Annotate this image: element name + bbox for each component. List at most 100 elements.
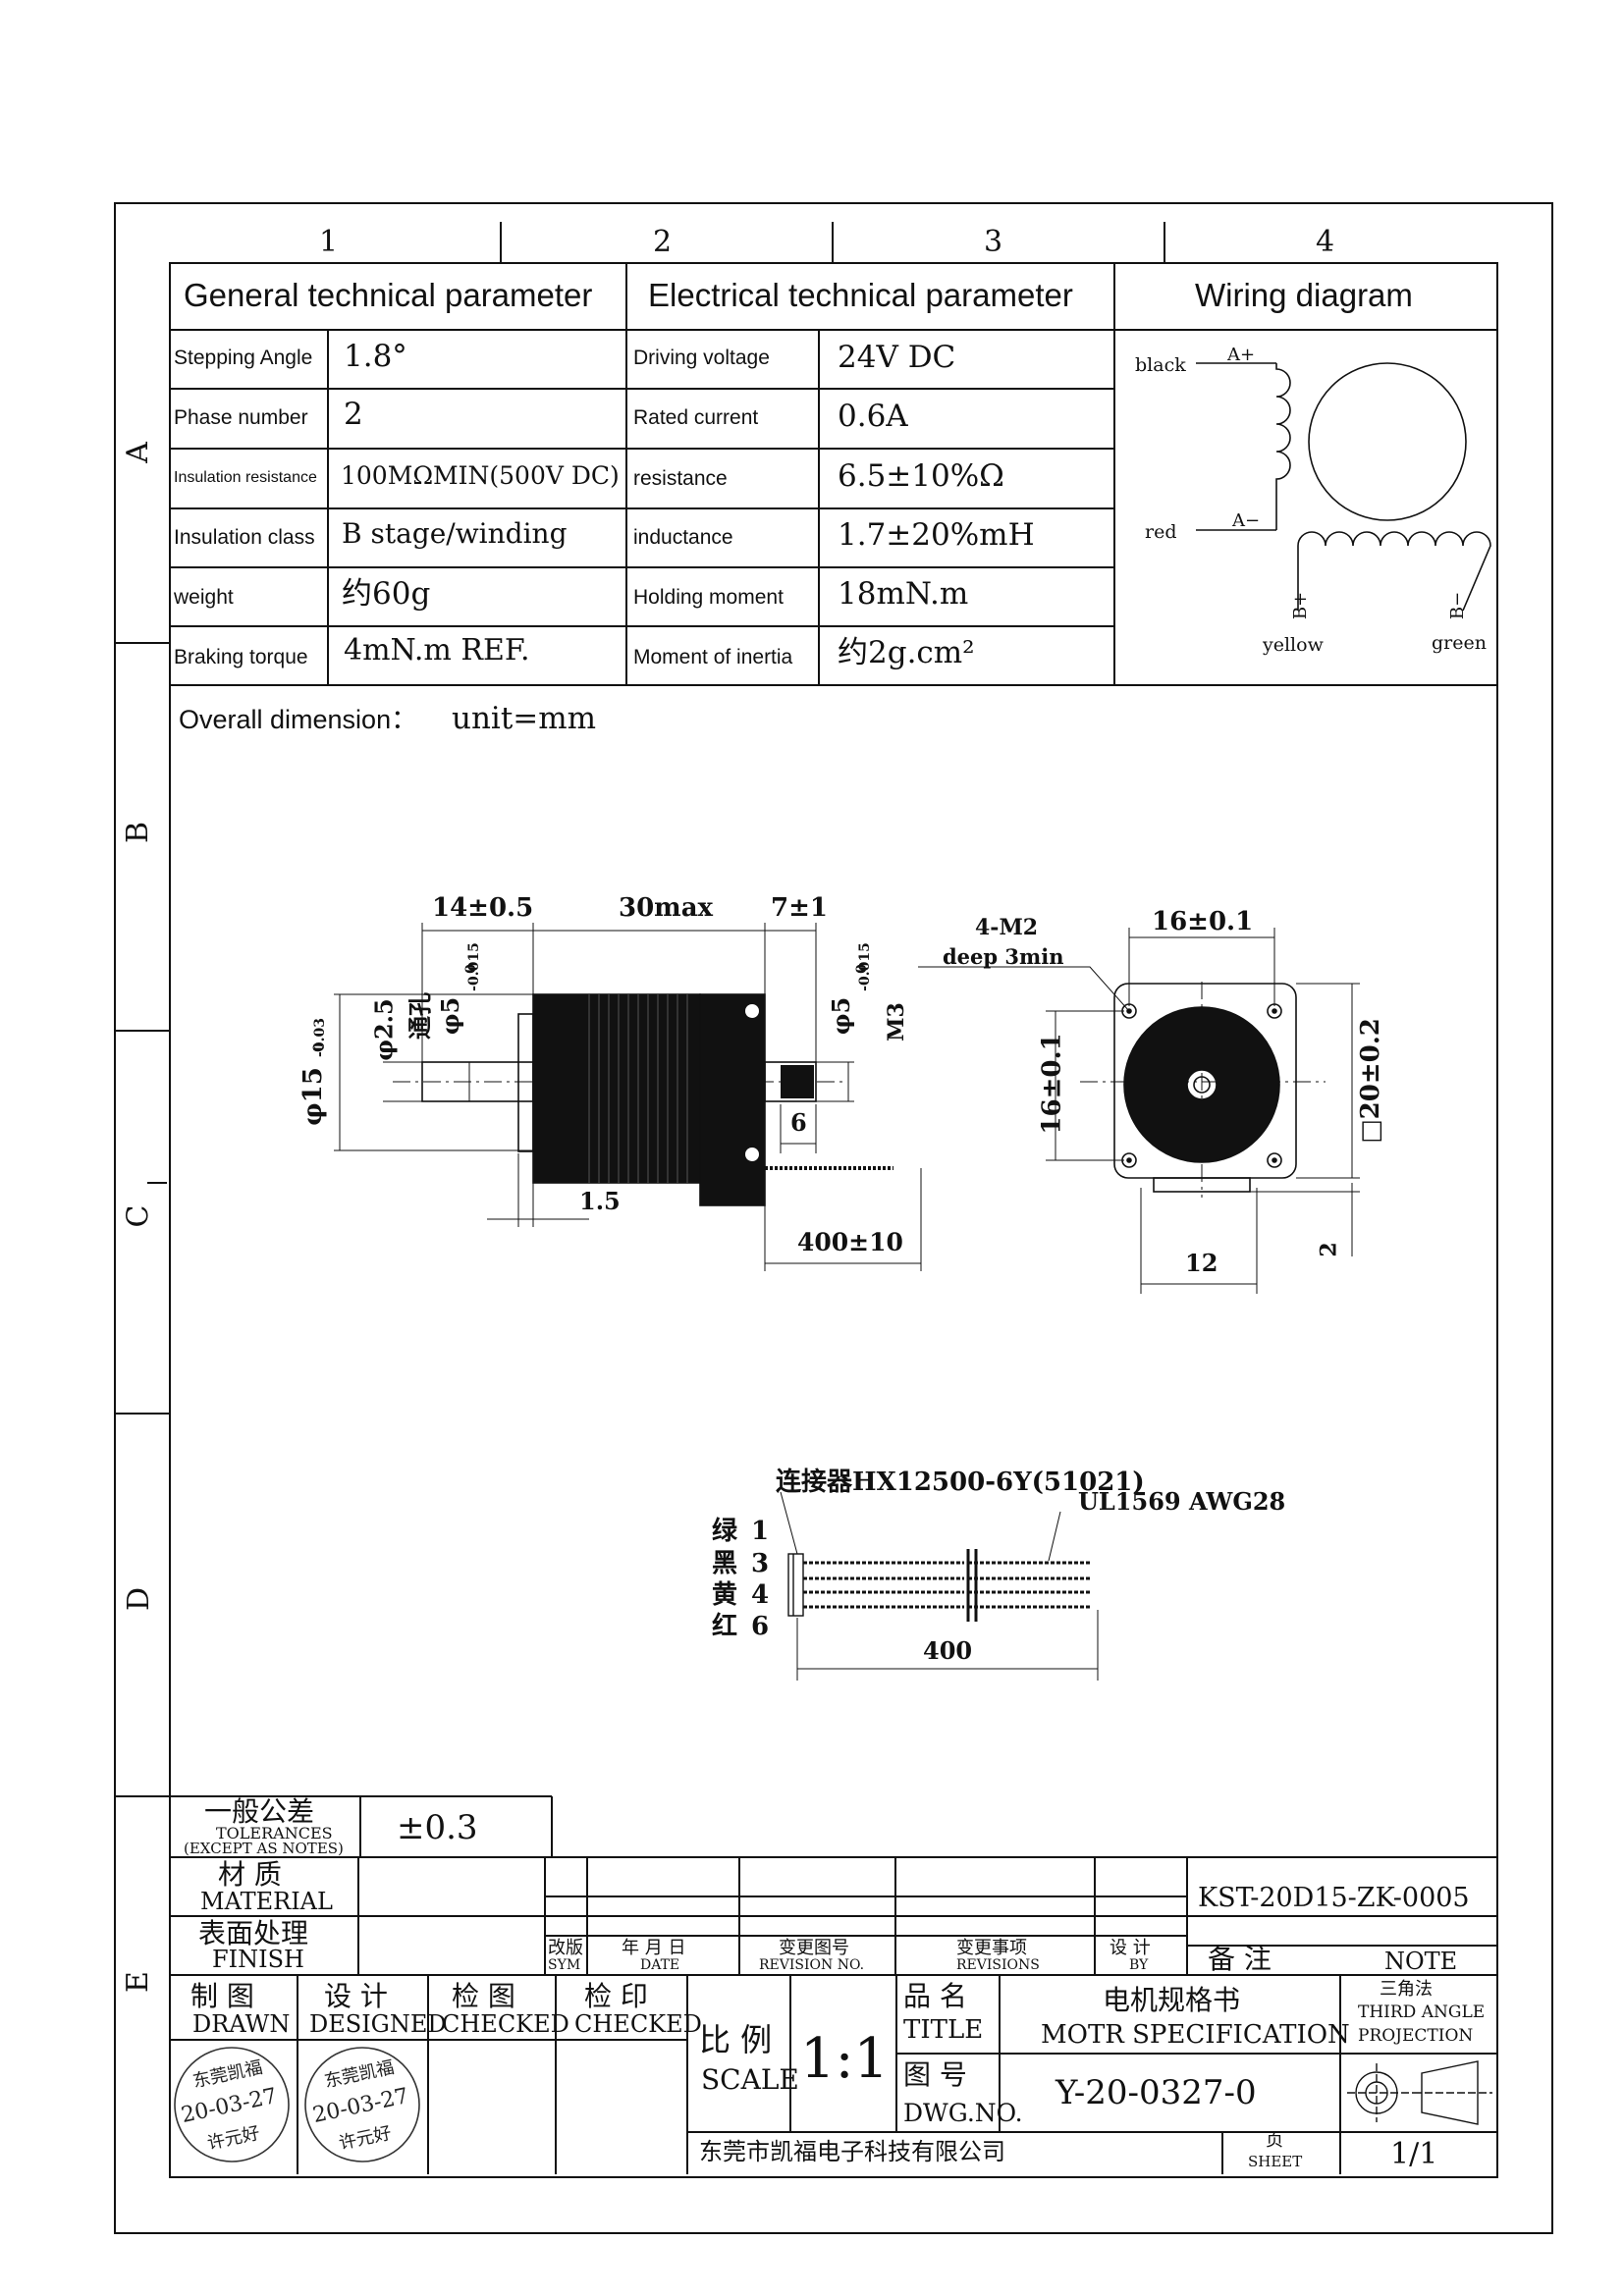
connector-wire-spec: UL1569 AWG28: [1078, 1487, 1286, 1516]
drawn-en: DRAWN: [192, 2010, 291, 2038]
overall-label: Overall dimension：: [179, 705, 418, 734]
rev-no-cn: 变更图号: [779, 1938, 849, 1958]
projection-en2: PROJECTION: [1358, 2026, 1474, 2046]
checked2-cn: 检 印: [584, 1980, 648, 2012]
stamp-designed-icon: [304, 2047, 420, 2163]
wire-b-minus-label: B−: [1447, 591, 1469, 620]
dim-m3: M3: [883, 1002, 909, 1041]
title-cn: 品 名: [903, 1980, 967, 2012]
tol-value: ±0.3: [397, 1808, 478, 1847]
title-block-lines: [170, 1795, 1497, 2174]
border-row-e: E: [120, 1971, 155, 1993]
tol-en: TOLERANCES: [216, 1824, 333, 1842]
rev-no-en: REVISION NO.: [759, 1957, 865, 1973]
drawing-number: Y-20-0327-0: [1056, 2073, 1257, 2112]
pin-number: 6: [751, 1612, 770, 1641]
electrical-header: Electrical technical parameter: [648, 277, 1073, 313]
param-value: 6.5±10%Ω: [838, 458, 1004, 494]
wire-red-label: red: [1145, 521, 1177, 543]
dim-boss-2: 2: [1316, 1242, 1342, 1257]
param-value: 100MΩMIN(500V DC): [341, 461, 620, 490]
title-value-en: MOTR SPECIFICATION: [1041, 2020, 1350, 2050]
param-label: weight: [174, 586, 234, 609]
rev-by-en: BY: [1129, 1957, 1149, 1973]
projection-symbol-icon: [1347, 2060, 1492, 2125]
border-row-b: B: [121, 821, 156, 844]
param-value: 18mN.m: [838, 576, 969, 612]
projection-en1: THIRD ANGLE: [1358, 2002, 1486, 2022]
connector-title: 连接器HX12500-6Y(51021): [776, 1468, 1145, 1497]
side-view: [334, 923, 922, 1271]
pin-color: 黄: [712, 1580, 738, 1610]
checked-cn: 检 图: [452, 1980, 515, 2012]
rev-item-en: REVISIONS: [956, 1957, 1040, 1973]
tol-note: (EXCEPT AS NOTES): [184, 1840, 344, 1857]
dim-phi25: φ2.5: [369, 998, 399, 1061]
param-label: Holding moment: [633, 586, 784, 609]
checked2-en: CHECKED: [574, 2010, 702, 2038]
param-label: resistance: [633, 467, 728, 490]
wiring-header: Wiring diagram: [1195, 277, 1413, 313]
note-en: NOTE: [1384, 1948, 1458, 1975]
param-label: Moment of inertia: [633, 646, 793, 668]
param-value: 2: [344, 397, 363, 432]
wire-a-minus-label: A−: [1232, 510, 1261, 531]
dim-phi15-tol2: -0.03: [311, 1018, 328, 1057]
designed-cn: 设 计: [324, 1980, 388, 2012]
pin-number: 1: [751, 1517, 770, 1546]
stamp-drawn-icon: [174, 2047, 290, 2163]
projection-cn: 三角法: [1380, 1979, 1433, 2000]
wiring-schematic: [1196, 362, 1491, 612]
company-name: 东莞市凯福电子科技有限公司: [699, 2138, 1005, 2165]
drawn-cn: 制 图: [190, 1980, 254, 2012]
front-view: [918, 928, 1360, 1294]
param-label: Phase number: [174, 406, 308, 429]
wire-b-plus-label: B+: [1290, 591, 1312, 620]
wire-black-label: black: [1135, 354, 1186, 376]
sheet-en: SHEET: [1248, 2153, 1303, 2170]
param-value: 4mN.m REF.: [344, 633, 530, 667]
param-value: 约2g.cm²: [838, 635, 975, 670]
scale-en: SCALE: [701, 2063, 799, 2096]
pin-number: 4: [751, 1580, 770, 1610]
pin-color: 绿: [712, 1517, 738, 1546]
finish-en: FINISH: [212, 1946, 304, 1973]
title-value-cn: 电机规格书: [1103, 1984, 1241, 2016]
pin-number: 3: [751, 1549, 770, 1578]
border-row-d: D: [122, 1586, 157, 1612]
rev-sym-en: SYM: [548, 1957, 581, 1973]
wire-yellow-label: yellow: [1263, 634, 1324, 656]
sheet-cn: 页: [1266, 2130, 1283, 2151]
scale-value: 1:1: [800, 2027, 890, 2091]
scale-cn: 比 例: [699, 2021, 773, 2058]
param-label: Braking torque: [174, 646, 308, 668]
dim-flange-20: □20±0.2: [1355, 1018, 1385, 1144]
connector-drawing: [780, 1491, 1099, 1681]
param-value: 1.8°: [344, 339, 407, 374]
dim-hub-15: 1.5: [579, 1187, 621, 1215]
dim-shaft-left: 14±0.5: [432, 893, 534, 923]
pin-color: 红: [712, 1612, 738, 1641]
sheet-value: 1/1: [1390, 2137, 1438, 2171]
dim-phi5-left: φ5: [436, 996, 465, 1036]
dim-hole-spacing-top: 16±0.1: [1152, 907, 1254, 936]
dim-phi5-right-tol2: -0.015: [856, 942, 873, 991]
param-label: inductance: [633, 526, 733, 549]
rev-sym-cn: 改版: [548, 1938, 583, 1958]
border-col-3: 3: [984, 225, 1003, 259]
dim-through-hole: 通孔: [406, 992, 434, 1040]
checked-en: CHECKED: [442, 2010, 569, 2038]
param-value: 约60g: [342, 576, 431, 612]
overall-unit: unit=mm: [452, 701, 597, 736]
param-value: 24V DC: [838, 340, 956, 375]
param-value: 1.7±20%mH: [838, 517, 1035, 553]
note-cn: 备 注: [1208, 1943, 1272, 1975]
title-en: TITLE: [903, 2015, 984, 2045]
param-label: Rated current: [633, 406, 759, 429]
dim-boss-12: 12: [1185, 1249, 1218, 1277]
rev-by-cn: 设 计: [1110, 1938, 1151, 1958]
dim-thread-6: 6: [790, 1108, 807, 1137]
part-number: KST-20D15-ZK-0005: [1198, 1883, 1470, 1913]
param-label: Insulation class: [174, 526, 315, 549]
